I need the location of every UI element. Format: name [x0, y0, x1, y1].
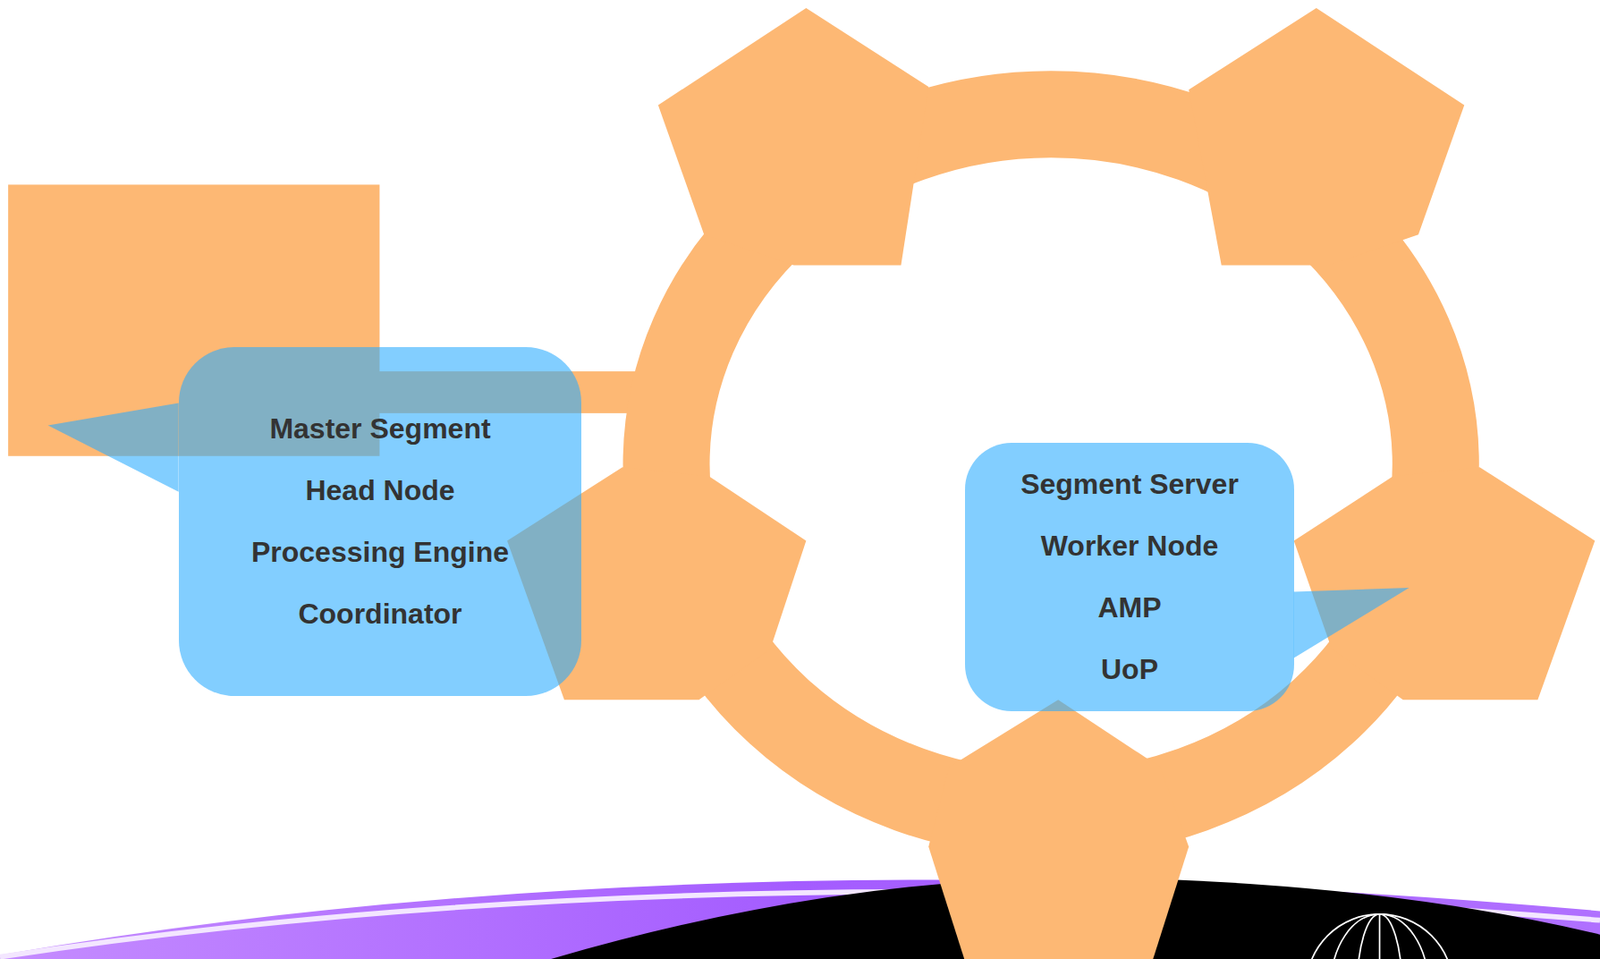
role-name: Master Segment — [269, 397, 491, 460]
callout-tail — [1294, 587, 1410, 659]
role-name: AMP — [1097, 576, 1161, 639]
role-name: Segment Server — [1020, 453, 1239, 516]
globe-icon — [1305, 914, 1453, 959]
callout-bubble: Segment ServerWorker NodeAMPUoP — [965, 442, 1295, 712]
role-name: Coordinator — [297, 583, 462, 645]
role-name: UoP — [1100, 638, 1159, 701]
gear — [507, 8, 1595, 959]
swoosh-band — [0, 877, 1600, 959]
role-name: Worker Node — [1041, 515, 1220, 577]
callout-tail — [48, 402, 179, 492]
role-name: Processing Engine — [251, 521, 509, 584]
role-name: Head Node — [304, 459, 455, 522]
callout-bubble: Master SegmentHead NodeProcessing Engine… — [178, 347, 582, 696]
